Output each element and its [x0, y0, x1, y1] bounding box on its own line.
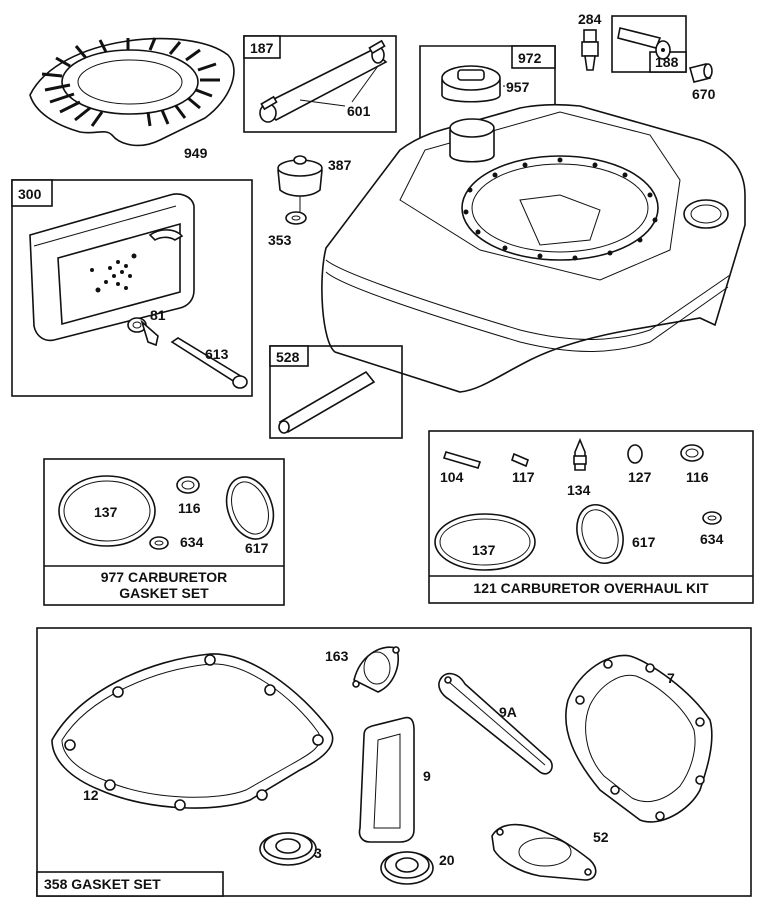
box-358-kit [36, 627, 752, 897]
kit-977-title-line1: 977 CARBURETOR [101, 569, 228, 585]
part-81-washer: 81 [127, 307, 166, 347]
label-81: 81 [150, 307, 166, 323]
label-957: 957 [506, 79, 530, 95]
kit-977-parts: 137 116 634 617 [58, 475, 275, 556]
kit-358-title: 358 GASKET SET [44, 876, 161, 892]
label-977-137: 137 [94, 504, 118, 520]
part-163-gasket: 163 [325, 646, 400, 693]
part-9A-gasket: 9A [438, 672, 553, 775]
part-387-breather: 387 [277, 155, 352, 214]
fuel-tank [321, 103, 746, 393]
label-121-116: 116 [686, 469, 709, 485]
part-3-seal: 3 [259, 832, 322, 866]
box-977-kit [43, 458, 285, 606]
part-7-head-gasket: 7 [565, 654, 713, 823]
box-187 [243, 35, 397, 133]
label-7: 7 [667, 670, 675, 686]
part-muffler [29, 193, 195, 342]
part-949-shroud: 949 [29, 37, 235, 161]
label-121-104: 104 [440, 469, 464, 485]
label-949: 949 [184, 145, 208, 161]
label-284: 284 [578, 11, 602, 27]
part-52-gasket: 52 [491, 823, 609, 881]
label-121-634: 634 [700, 531, 724, 547]
label-528: 528 [276, 349, 300, 365]
label-121-127: 127 [628, 469, 652, 485]
part-601-tube: 601 [259, 39, 388, 123]
kit-121-title: 121 CARBURETOR OVERHAUL KIT [473, 580, 709, 596]
label-972: 972 [518, 50, 542, 66]
label-977-634: 634 [180, 534, 204, 550]
label-670: 670 [692, 86, 716, 102]
label-121-117: 117 [512, 469, 535, 485]
label-977-116: 116 [178, 500, 201, 516]
label-601: 601 [347, 103, 371, 119]
label-9A: 9A [499, 704, 517, 720]
label-121-134: 134 [567, 482, 591, 498]
part-353-lockwasher: 353 [268, 211, 307, 248]
kit-121-parts: 104 117 134 127 116 137 617 634 [434, 437, 724, 571]
label-52: 52 [593, 829, 609, 845]
part-12-gasket: 12 [51, 653, 334, 811]
label-3: 3 [314, 845, 322, 861]
part-188-fitting [617, 27, 671, 60]
label-121-617: 617 [632, 534, 656, 550]
label-187: 187 [250, 40, 274, 56]
label-121-137: 137 [472, 542, 496, 558]
kit-977-title-line2: GASKET SET [119, 585, 209, 601]
box-528 [269, 345, 403, 439]
part-20-seal: 20 [380, 851, 455, 885]
label-977-617: 617 [245, 540, 269, 556]
label-20: 20 [439, 852, 455, 868]
part-670-bushing: 670 [689, 63, 716, 102]
part-9-gasket: 9 [358, 716, 431, 843]
label-9: 9 [423, 768, 431, 784]
box-972 [419, 45, 556, 160]
part-528-tube [278, 370, 376, 434]
label-163: 163 [325, 648, 349, 664]
label-387: 387 [328, 157, 352, 173]
box-121-kit [428, 430, 754, 604]
label-300: 300 [18, 186, 42, 202]
label-12: 12 [83, 787, 99, 803]
part-957-fuel-cap: 957 [441, 65, 530, 103]
label-353: 353 [268, 232, 292, 248]
part-284-fitting: 284 [578, 11, 602, 71]
label-613: 613 [205, 346, 229, 362]
part-613-screw: 613 [170, 337, 248, 389]
box-188 [611, 15, 687, 73]
box-300 [11, 179, 253, 397]
